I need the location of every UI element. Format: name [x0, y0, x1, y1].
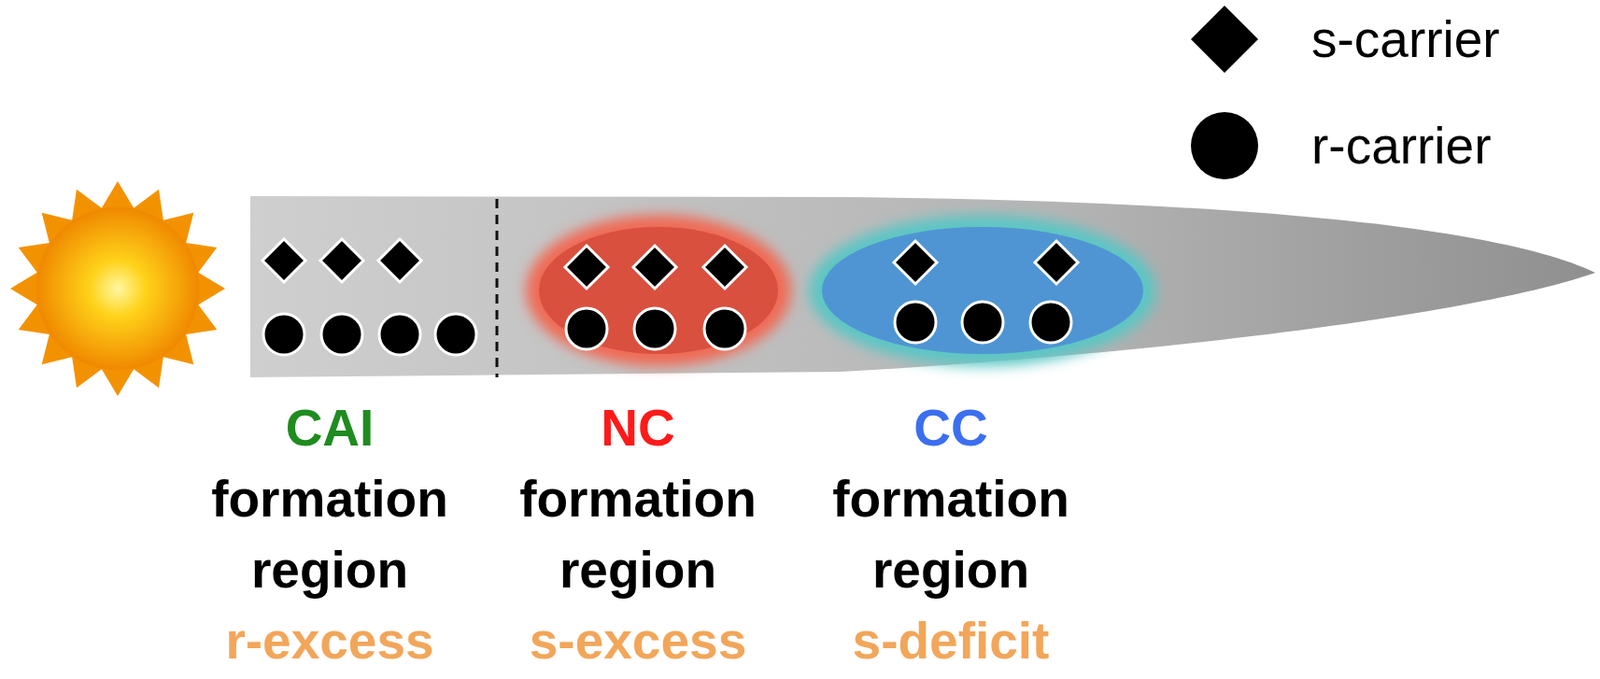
- isotope-signature: r-excess: [225, 605, 434, 677]
- region-description: formation region: [180, 463, 480, 606]
- s-carrier-diamond: [378, 239, 422, 283]
- r-carrier-circle: [894, 301, 936, 343]
- r-carrier-circle: [263, 313, 305, 355]
- isotope-signature: s-deficit: [852, 605, 1050, 677]
- r-carrier-circle: [566, 308, 608, 350]
- region-label-group: NCformation regions-excess: [479, 392, 797, 677]
- r-carrier-circle: [379, 313, 421, 355]
- cc-region-glow: [808, 214, 1157, 367]
- isotope-signature: s-excess: [529, 605, 747, 677]
- s-carrier-diamond: [633, 245, 677, 289]
- nc-region: [538, 226, 779, 354]
- r-carrier-circle: [1030, 301, 1072, 343]
- r-carrier-circle: [634, 308, 676, 350]
- nc-region-glow: [525, 214, 792, 367]
- legend-circle: [1190, 112, 1259, 180]
- region-label-group: CCformation regions-deficit: [792, 392, 1110, 677]
- region-name: CC: [913, 392, 988, 464]
- r-carrier-circle: [321, 313, 363, 355]
- sun-rays: [10, 181, 226, 397]
- region-description: formation region: [801, 463, 1101, 606]
- s-carrier-diamond: [703, 245, 747, 289]
- s-carrier-diamond: [262, 239, 306, 283]
- r-carrier-circle: [704, 308, 746, 350]
- legend-label: r-carrier: [1311, 116, 1491, 175]
- region-name: NC: [600, 392, 675, 464]
- s-carrier-diamond: [320, 239, 364, 283]
- sun-disk: [37, 208, 199, 369]
- s-carrier-diamond: [1034, 240, 1078, 284]
- sun: [10, 181, 226, 397]
- legend-label: s-carrier: [1311, 10, 1501, 69]
- r-carrier-circle: [435, 313, 477, 355]
- r-carrier-circle: [962, 301, 1004, 343]
- s-carrier-diamond: [565, 245, 609, 289]
- s-carrier-diamond: [893, 240, 937, 284]
- region-label-group: CAIformation regionr-excess: [170, 392, 489, 677]
- region-description: formation region: [488, 463, 788, 606]
- region-name: CAI: [285, 392, 375, 464]
- cc-region: [821, 226, 1144, 354]
- dashed-boundary: [495, 198, 499, 378]
- legend-diamond: [1190, 5, 1259, 73]
- protoplanetary-disk: [250, 196, 1596, 378]
